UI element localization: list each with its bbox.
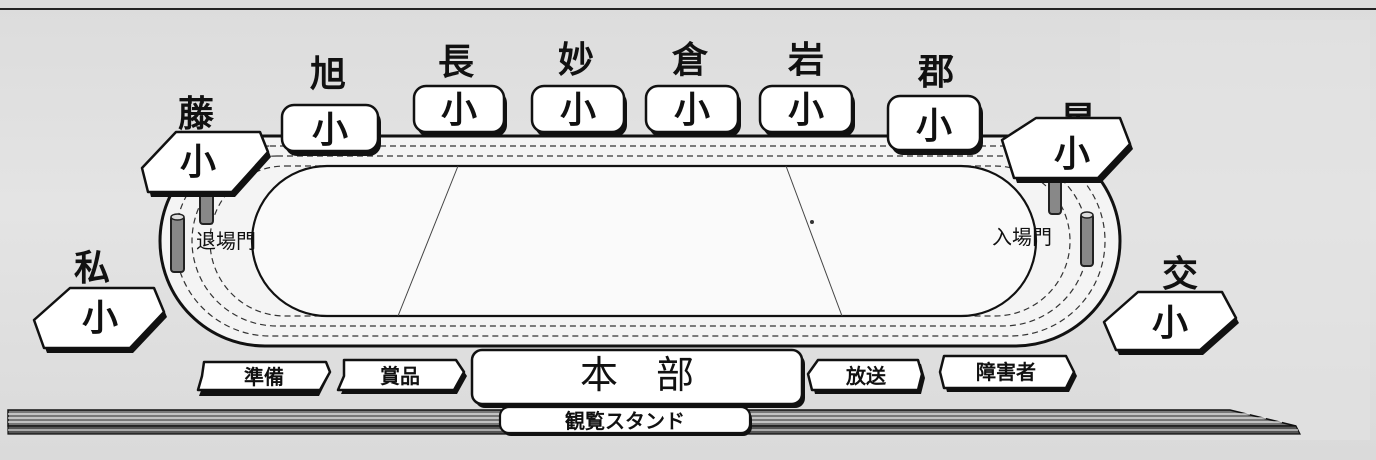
tent-label: 放送 xyxy=(845,364,887,388)
tent-disabled: 障害者 xyxy=(938,354,1077,392)
school-suffix: 小 xyxy=(674,90,710,131)
gate-pole xyxy=(170,215,185,273)
school-tile-gun: 郡 小 xyxy=(886,52,983,155)
stand-label: 観覧スタンド xyxy=(565,409,685,433)
exit-gate: 退場門 xyxy=(170,169,256,273)
school-name: 倉 xyxy=(671,40,708,81)
tent-preparation: 準備 xyxy=(196,360,332,396)
spectator-stand: 観覧スタンド xyxy=(7,405,1301,436)
school-tile-naga: 長 小 xyxy=(412,42,507,137)
school-tile-asahi: 旭 小 xyxy=(280,54,381,156)
top-border-line xyxy=(0,8,1376,10)
tent-label: 障害者 xyxy=(976,360,1036,384)
school-suffix: 小 xyxy=(560,90,596,131)
school-name: 旭 xyxy=(310,54,346,95)
lane-line xyxy=(174,145,1106,337)
school-suffix: 小 xyxy=(312,110,348,151)
school-name: 岩 xyxy=(788,40,824,81)
school-suffix: 小 xyxy=(1054,134,1090,175)
school-tile-kura: 倉 小 xyxy=(644,40,741,137)
tent-label: 本 部 xyxy=(580,353,694,397)
tent-label: 賞品 xyxy=(380,364,420,388)
school-suffix: 小 xyxy=(788,90,824,131)
field-line xyxy=(397,165,459,317)
lane-line xyxy=(191,155,1089,327)
tent-prizes: 賞品 xyxy=(336,358,467,394)
school-name: 郡 xyxy=(917,52,954,93)
school-tile-myo: 妙 小 xyxy=(530,40,627,137)
school-tile-hoshi: 星 小 xyxy=(1000,100,1133,183)
field-line xyxy=(785,165,843,317)
background-panel xyxy=(1120,20,1370,440)
tent-broadcast: 放送 xyxy=(806,358,925,394)
school-tile-shi: 私 小 xyxy=(32,248,167,353)
tent-headquarters: 本 部 xyxy=(470,348,805,408)
school-tile-iwa: 岩 小 xyxy=(758,40,855,137)
tent-label: 準備 xyxy=(244,365,284,389)
school-name: 交 xyxy=(1162,253,1198,295)
track xyxy=(158,134,1122,348)
track-infield xyxy=(250,164,1038,318)
school-tile-fuji: 藤 小 xyxy=(140,94,271,197)
exit-gate-label: 退場門 xyxy=(196,229,256,253)
school-name: 妙 xyxy=(558,40,594,81)
school-tile-ko: 交 小 xyxy=(1102,253,1239,355)
school-name: 私 xyxy=(74,248,110,289)
school-suffix: 小 xyxy=(1152,303,1188,344)
center-mark xyxy=(810,220,814,224)
entrance-gate-label: 入場門 xyxy=(992,225,1052,249)
gate-pole xyxy=(1080,213,1094,267)
school-suffix: 小 xyxy=(82,298,118,339)
school-name: 長 xyxy=(438,42,475,83)
school-suffix: 小 xyxy=(441,90,477,131)
school-suffix: 小 xyxy=(180,142,216,183)
school-suffix: 小 xyxy=(916,106,952,147)
school-name: 藤 xyxy=(178,94,214,135)
